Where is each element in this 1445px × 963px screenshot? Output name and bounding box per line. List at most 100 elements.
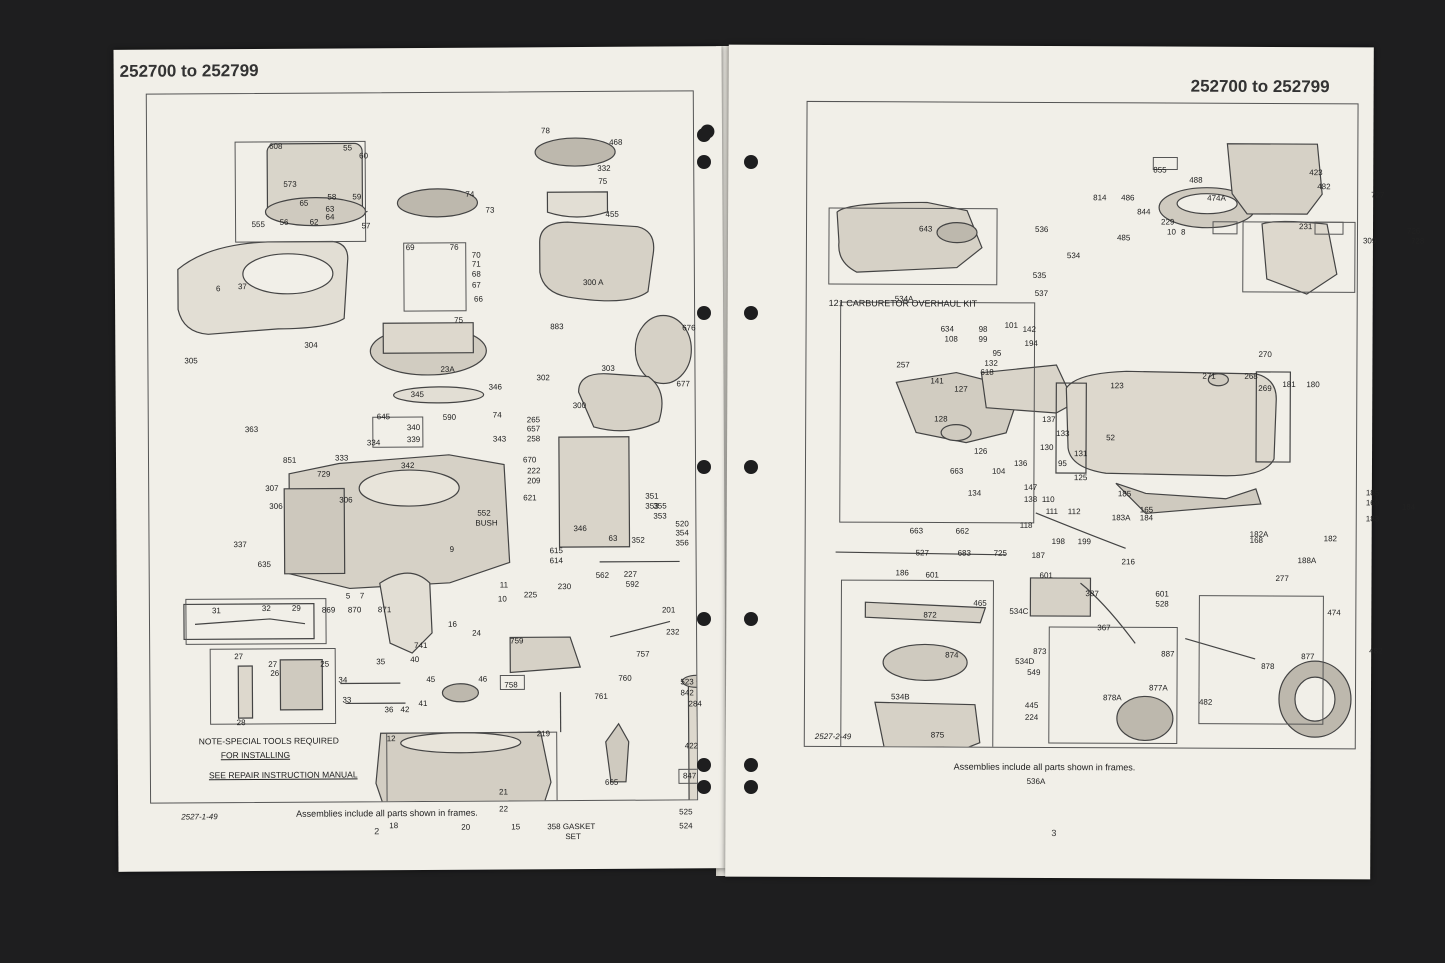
part-callout-label: 358 GASKET <box>547 821 596 832</box>
part-callout-label: 141 <box>930 376 944 386</box>
part-callout-label: 258 <box>526 434 541 444</box>
part-callout-label: 52 <box>1106 433 1116 443</box>
part-callout-label: 20 <box>461 822 471 832</box>
part-callout-label: 227 <box>623 569 638 579</box>
part-callout-label: 534C <box>1009 606 1029 616</box>
part-callout-label: 55 <box>343 143 353 153</box>
part-callout-label: 536 <box>1034 224 1049 234</box>
part-callout-label: 66 <box>473 294 483 304</box>
part-callout-label: 268 <box>1244 371 1258 381</box>
part-callout-label: 727 <box>1371 190 1385 200</box>
part-callout-label: 353 <box>645 501 659 511</box>
part-callout-label: 40 <box>410 655 420 665</box>
part-callout-label: 130 <box>1040 442 1054 453</box>
part-callout-label: 42 <box>400 705 410 715</box>
part-callout-label: 306 <box>339 495 353 505</box>
part-callout-label: 5 <box>345 591 351 601</box>
part-callout-label: 216 <box>1121 557 1135 567</box>
part-callout-label: 27 <box>234 652 244 662</box>
part-callout-label: 110 <box>1041 494 1055 505</box>
part-callout-label: 75 <box>598 176 608 186</box>
part-callout-label: 25 <box>320 659 330 669</box>
part-callout-label: 485 <box>1116 233 1131 243</box>
part-callout-label: 528 <box>1155 599 1169 609</box>
binder-hole <box>744 306 758 320</box>
part-callout-label: 71 <box>471 259 481 269</box>
part-callout-label: 677 <box>676 379 690 389</box>
part-callout-label: 95 <box>1057 459 1067 469</box>
left-exploded-diagram <box>177 137 698 803</box>
part-callout-label: 271 <box>1202 371 1216 381</box>
note-tools-line1: NOTE-SPECIAL TOOLS REQUIRED <box>198 735 339 747</box>
part-callout-label: 183A <box>1111 513 1131 523</box>
part-callout-label: 482 <box>1369 646 1383 656</box>
part-callout-label: 62 <box>309 217 319 227</box>
part-callout-label: 65 <box>299 198 309 208</box>
part-callout-label: 184 <box>1139 513 1154 523</box>
part-callout-label: 354 <box>675 528 689 538</box>
binder-hole <box>697 155 711 169</box>
part-callout-label: 351 <box>645 491 659 501</box>
part-callout-label: 133 <box>1056 429 1070 439</box>
part-callout-label: 340 <box>406 422 421 433</box>
part-callout-label: 535 <box>1032 270 1047 280</box>
part-callout-label: 300 A <box>582 277 604 288</box>
part-callout-label: 229 <box>1161 217 1175 227</box>
part-callout-label: 844 <box>1137 207 1151 217</box>
part-callout-label: 842 <box>680 688 694 698</box>
part-callout-label: 728 <box>1410 236 1425 246</box>
part-callout-label: 136 <box>1013 458 1028 468</box>
part-callout-label: 482 <box>1198 697 1213 707</box>
part-callout-label: 870 <box>347 605 362 615</box>
part-callout-label: 185 <box>1117 489 1132 499</box>
part-callout-label: 676 <box>682 323 696 333</box>
part-callout-label: 31 <box>211 606 221 616</box>
part-callout-label: 132 <box>984 358 998 368</box>
part-callout-label: 123 <box>1110 381 1124 391</box>
part-callout-label: 142 <box>1022 324 1036 334</box>
part-callout-label: 367 <box>1097 623 1111 633</box>
part-callout-label: 27 <box>268 659 278 669</box>
part-callout-label: 45 <box>426 674 436 684</box>
part-callout-label: 527 <box>915 548 929 558</box>
part-callout-label: 878 <box>1261 661 1275 671</box>
part-callout-label: 10 <box>1166 227 1176 237</box>
part-callout-label: 634 <box>940 324 954 334</box>
part-callout-label: 26 <box>270 668 280 678</box>
part-callout-label: 131 <box>1074 449 1088 459</box>
part-callout-label: 128 <box>934 414 948 424</box>
part-callout-label: 663 <box>949 466 964 476</box>
part-callout-label: 345 <box>410 389 424 400</box>
part-callout-label: 520 <box>675 519 689 529</box>
part-callout-label: 759 <box>510 636 524 646</box>
part-callout-label: 814 <box>1093 193 1107 203</box>
part-callout-label: 590 <box>442 412 457 422</box>
part-callout-label: 29 <box>291 603 301 613</box>
part-callout-label: 60 <box>359 151 369 161</box>
part-callout-label: 363 <box>244 424 259 435</box>
part-callout-label: 36 <box>384 705 394 715</box>
part-callout-label: 455 <box>605 209 619 219</box>
part-callout-label: 277 <box>1275 573 1289 584</box>
right-page-header: 252700 to 252799 <box>1190 76 1330 97</box>
left-page-caption: Assemblies include all parts shown in fr… <box>296 807 478 819</box>
part-callout-label: 592 <box>625 579 640 589</box>
part-callout-label: 757 <box>636 649 650 659</box>
part-callout-label: 57 <box>361 221 371 231</box>
part-callout-label: 201 <box>661 605 676 615</box>
part-callout-label: 74 <box>465 189 475 199</box>
part-callout-label: 662 <box>955 526 970 536</box>
part-callout-label: 101 <box>1004 320 1018 330</box>
part-callout-label: 125 <box>1073 473 1088 483</box>
part-callout-label: 332 <box>597 163 611 173</box>
part-callout-label: 24 <box>472 628 481 638</box>
part-callout-label: 10 <box>497 594 507 604</box>
part-callout-label: 199 <box>1077 537 1092 547</box>
right-page-caption: Assemblies include all parts shown in fr… <box>953 761 1136 773</box>
part-callout-label: 482 <box>1317 182 1331 192</box>
part-callout-label: 138 <box>1023 494 1038 504</box>
part-callout-label: 670 <box>522 455 537 465</box>
binder-hole <box>697 460 711 474</box>
